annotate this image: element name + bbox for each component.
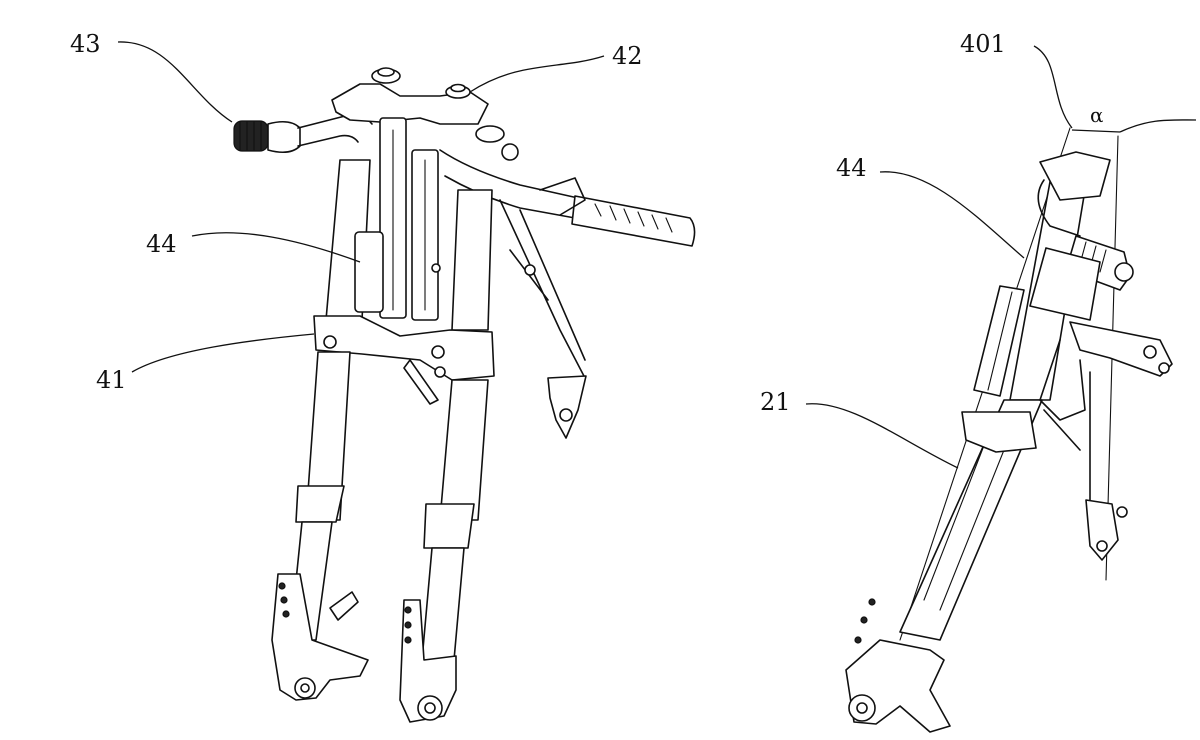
alpha-angle-dimension xyxy=(1071,129,1121,133)
side-brake-caliper xyxy=(845,598,951,733)
leader-42 xyxy=(469,55,605,93)
right-handle-grip xyxy=(571,195,696,247)
left-brake-caliper xyxy=(271,573,369,701)
right-fork-lower-tube xyxy=(439,379,489,521)
label-42: 42 xyxy=(612,42,643,70)
side-upper-clamp xyxy=(1037,151,1111,237)
headlight-bracket xyxy=(499,177,587,439)
side-headlight-bracket xyxy=(1039,321,1173,561)
left-fork-slider xyxy=(295,485,345,523)
label-alpha: α xyxy=(1090,103,1104,127)
upper-triple-clamp xyxy=(331,67,519,161)
side-lower-clamp xyxy=(961,411,1037,453)
front-fork-assembly-front-view xyxy=(233,67,696,723)
right-fork-upper-tube xyxy=(451,189,493,331)
leader-alpha-right xyxy=(1119,119,1197,133)
right-fork-axle-foot xyxy=(399,599,457,723)
label-41: 41 xyxy=(96,366,127,394)
label-43: 43 xyxy=(70,30,101,58)
right-fork-slider xyxy=(423,503,475,549)
leader-43 xyxy=(117,41,233,123)
label-44-right: 44 xyxy=(836,154,867,182)
left-fork-lower-tube xyxy=(305,351,351,521)
steering-damper-44 xyxy=(354,117,441,321)
front-fork-assembly-side-view xyxy=(845,127,1173,733)
side-steering-damper-44 xyxy=(973,247,1101,397)
leader-41 xyxy=(131,333,315,373)
leader-401 xyxy=(1033,45,1073,129)
leader-21 xyxy=(805,403,959,469)
leader-44-left xyxy=(191,232,361,263)
left-handle-grip xyxy=(233,120,301,154)
label-401: 401 xyxy=(960,30,1006,58)
label-44-left: 44 xyxy=(146,230,177,258)
label-21: 21 xyxy=(760,388,791,416)
leader-44-right xyxy=(879,171,1025,259)
